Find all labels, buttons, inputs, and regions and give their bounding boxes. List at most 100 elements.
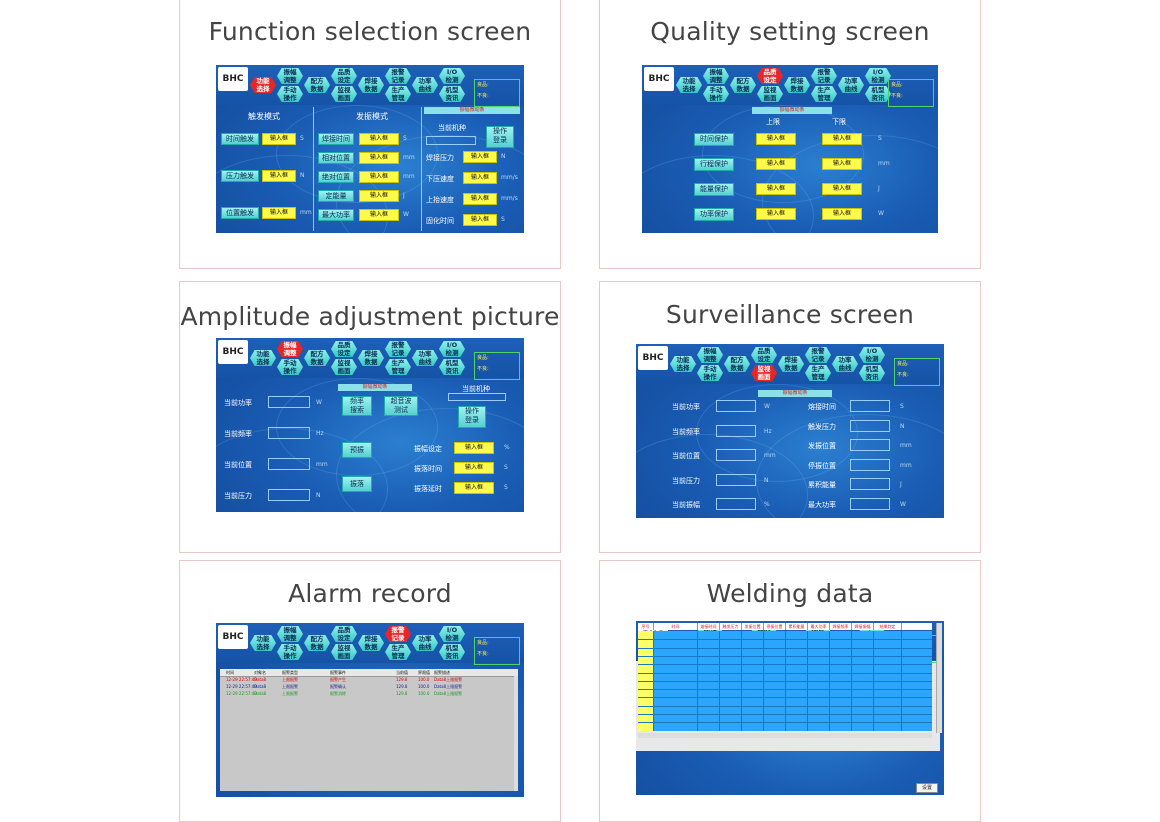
input-field[interactable]: 输入框 (822, 158, 862, 170)
input-field[interactable]: 输入框 (822, 208, 862, 220)
nav-button-9[interactable]: 功率 曲线 (838, 77, 864, 93)
trigger-mode-0[interactable]: 时间触发 (221, 133, 259, 145)
nav-button-9[interactable]: 功率 曲线 (832, 356, 858, 372)
input-field[interactable]: 输入框 (262, 207, 296, 219)
nav-button-2[interactable]: 手动 操作 (703, 86, 729, 102)
vibration-mode-2[interactable]: 绝对位置 (318, 171, 354, 183)
nav-button-4[interactable]: 品质 设定 (331, 626, 357, 642)
nav-button-4[interactable]: 品质 设定 (757, 68, 783, 84)
nav-button-3[interactable]: 配方 数据 (730, 77, 756, 93)
quality-row-1[interactable]: 行程保护 (694, 158, 734, 171)
vibration-mode-1[interactable]: 相对位置 (318, 152, 354, 164)
nav-button-3[interactable]: 配方 数据 (304, 635, 330, 651)
nav-button-3[interactable]: 配方 数据 (304, 350, 330, 366)
nav-button-7[interactable]: 报警 记录 (811, 68, 837, 84)
freq-search-button[interactable]: 频率 搜索 (342, 396, 372, 416)
input-field[interactable]: 输入框 (262, 170, 296, 182)
input-field[interactable]: 输入框 (756, 133, 796, 145)
nav-button-5[interactable]: 监视 画面 (751, 365, 777, 381)
nav-button-0[interactable]: 功能 选择 (250, 350, 276, 366)
nav-button-1[interactable]: 振幅 调整 (697, 347, 723, 363)
input-field[interactable]: 输入框 (463, 172, 497, 184)
vibration-mode-3[interactable]: 定能量 (318, 190, 354, 202)
nav-button-5[interactable]: 监视 画面 (331, 644, 357, 660)
pre-vibration-button[interactable]: 预振 (342, 442, 372, 458)
input-field[interactable]: 输入框 (756, 183, 796, 195)
input-field[interactable]: 输入框 (822, 183, 862, 195)
input-field[interactable]: 输入框 (359, 209, 399, 221)
input-field[interactable]: 输入框 (463, 214, 497, 226)
scrollbar[interactable] (514, 676, 518, 791)
nav-button-7[interactable]: 报警 记录 (385, 626, 411, 642)
nav-button-11[interactable]: 机型 资讯 (439, 644, 465, 660)
nav-button-0[interactable]: 功能 选择 (676, 77, 702, 93)
input-field[interactable]: 输入框 (463, 151, 497, 163)
nav-button-11[interactable]: 机型 资讯 (439, 359, 465, 375)
scrollbar-horizontal[interactable] (638, 733, 932, 738)
trigger-mode-2[interactable]: 位置触发 (221, 207, 259, 219)
scrollbar-vertical[interactable] (936, 623, 942, 733)
nav-button-6[interactable]: 焊接 数据 (784, 77, 810, 93)
nav-button-2[interactable]: 手动 操作 (277, 644, 303, 660)
nav-button-6[interactable]: 焊接 数据 (358, 635, 384, 651)
nav-button-9[interactable]: 功率 曲线 (412, 77, 438, 93)
nav-button-8[interactable]: 生产 管理 (385, 644, 411, 660)
nav-button-10[interactable]: I/O 检测 (865, 68, 891, 84)
nav-button-7[interactable]: 报警 记录 (385, 341, 411, 357)
nav-button-10[interactable]: I/O 检测 (439, 341, 465, 357)
nav-button-5[interactable]: 监视 画面 (331, 86, 357, 102)
input-field[interactable]: 输入框 (359, 171, 399, 183)
nav-button-1[interactable]: 振幅 调整 (277, 68, 303, 84)
nav-button-4[interactable]: 品质 设定 (331, 341, 357, 357)
input-field[interactable]: 输入框 (359, 152, 399, 164)
nav-button-4[interactable]: 品质 设定 (331, 68, 357, 84)
nav-button-8[interactable]: 生产 管理 (385, 86, 411, 102)
input-field[interactable]: 输入框 (463, 193, 497, 205)
nav-button-7[interactable]: 报警 记录 (805, 347, 831, 363)
quality-row-3[interactable]: 功率保护 (694, 208, 734, 221)
nav-button-8[interactable]: 生产 管理 (811, 86, 837, 102)
nav-button-10[interactable]: I/O 检测 (859, 347, 885, 363)
nav-button-9[interactable]: 功率 曲线 (412, 635, 438, 651)
input-field[interactable]: 输入框 (756, 208, 796, 220)
nav-button-8[interactable]: 生产 管理 (385, 359, 411, 375)
nav-button-2[interactable]: 手动 操作 (697, 365, 723, 381)
nav-button-6[interactable]: 焊接 数据 (358, 350, 384, 366)
nav-button-0[interactable]: 功能 选择 (250, 635, 276, 651)
vibration-mode-0[interactable]: 焊接时间 (318, 133, 354, 145)
input-field[interactable]: 输入框 (262, 133, 296, 145)
nav-button-6[interactable]: 焊接 数据 (358, 77, 384, 93)
input-field[interactable]: 输入框 (822, 133, 862, 145)
nav-button-0[interactable]: 功能 选择 (250, 77, 276, 93)
input-field[interactable]: 输入框 (359, 133, 399, 145)
settings-button[interactable]: 设置 (916, 783, 938, 793)
op-login-button[interactable]: 操作 登录 (458, 406, 486, 428)
nav-button-1[interactable]: 振幅 调整 (277, 626, 303, 642)
nav-button-7[interactable]: 报警 记录 (385, 68, 411, 84)
nav-button-2[interactable]: 手动 操作 (277, 359, 303, 375)
nav-button-3[interactable]: 配方 数据 (724, 356, 750, 372)
quality-row-2[interactable]: 能量保护 (694, 183, 734, 196)
input-field[interactable]: 输入框 (359, 190, 399, 202)
nav-button-8[interactable]: 生产 管理 (805, 365, 831, 381)
nav-button-2[interactable]: 手动 操作 (277, 86, 303, 102)
nav-button-1[interactable]: 振幅 调整 (277, 341, 303, 357)
nav-button-10[interactable]: I/O 检测 (439, 626, 465, 642)
op-login-button[interactable]: 操作 登录 (486, 126, 514, 148)
quality-row-0[interactable]: 时间保护 (694, 133, 734, 146)
nav-button-4[interactable]: 品质 设定 (751, 347, 777, 363)
nav-button-0[interactable]: 功能 选择 (670, 356, 696, 372)
ultrasonic-test-button[interactable]: 超音波 测试 (384, 396, 418, 416)
nav-button-9[interactable]: 功率 曲线 (412, 350, 438, 366)
nav-button-6[interactable]: 焊接 数据 (778, 356, 804, 372)
nav-button-10[interactable]: I/O 检测 (439, 68, 465, 84)
nav-button-5[interactable]: 监视 画面 (331, 359, 357, 375)
nav-button-5[interactable]: 监视 画面 (757, 86, 783, 102)
nav-button-11[interactable]: 机型 资讯 (439, 86, 465, 102)
nav-button-3[interactable]: 配方 数据 (304, 77, 330, 93)
vibration-mode-4[interactable]: 最大功率 (318, 209, 354, 221)
vibration-drop-button[interactable]: 振落 (342, 476, 372, 492)
